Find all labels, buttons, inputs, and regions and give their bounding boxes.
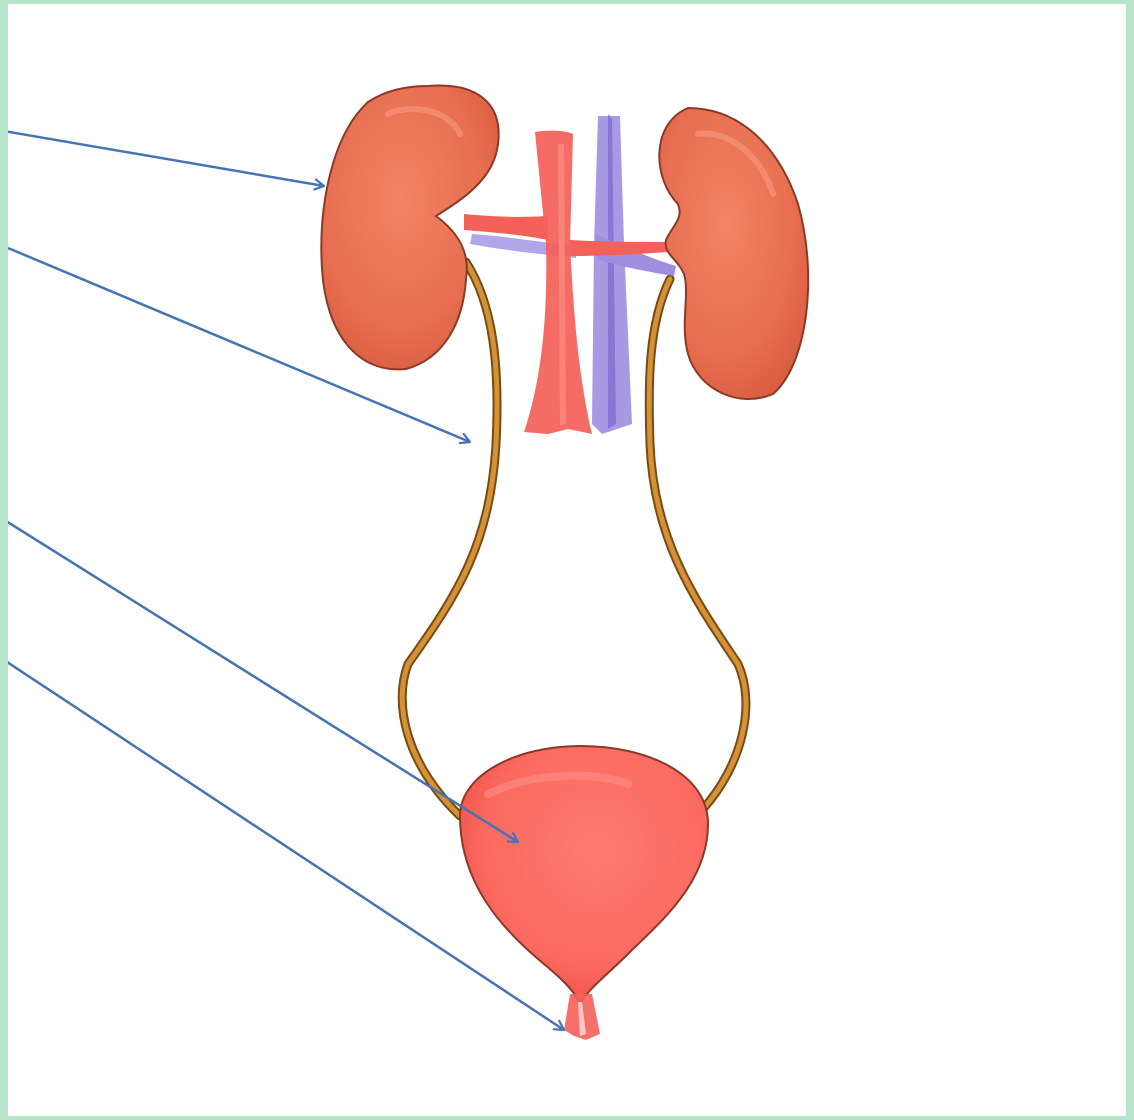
arrow-kidney (8, 130, 324, 186)
urinary-system-diagram (8, 4, 1126, 1116)
arrow-bladder (8, 516, 518, 842)
right-kidney (659, 108, 808, 399)
bladder (460, 746, 708, 1004)
diagram-frame (8, 4, 1126, 1116)
urethra (564, 994, 600, 1040)
